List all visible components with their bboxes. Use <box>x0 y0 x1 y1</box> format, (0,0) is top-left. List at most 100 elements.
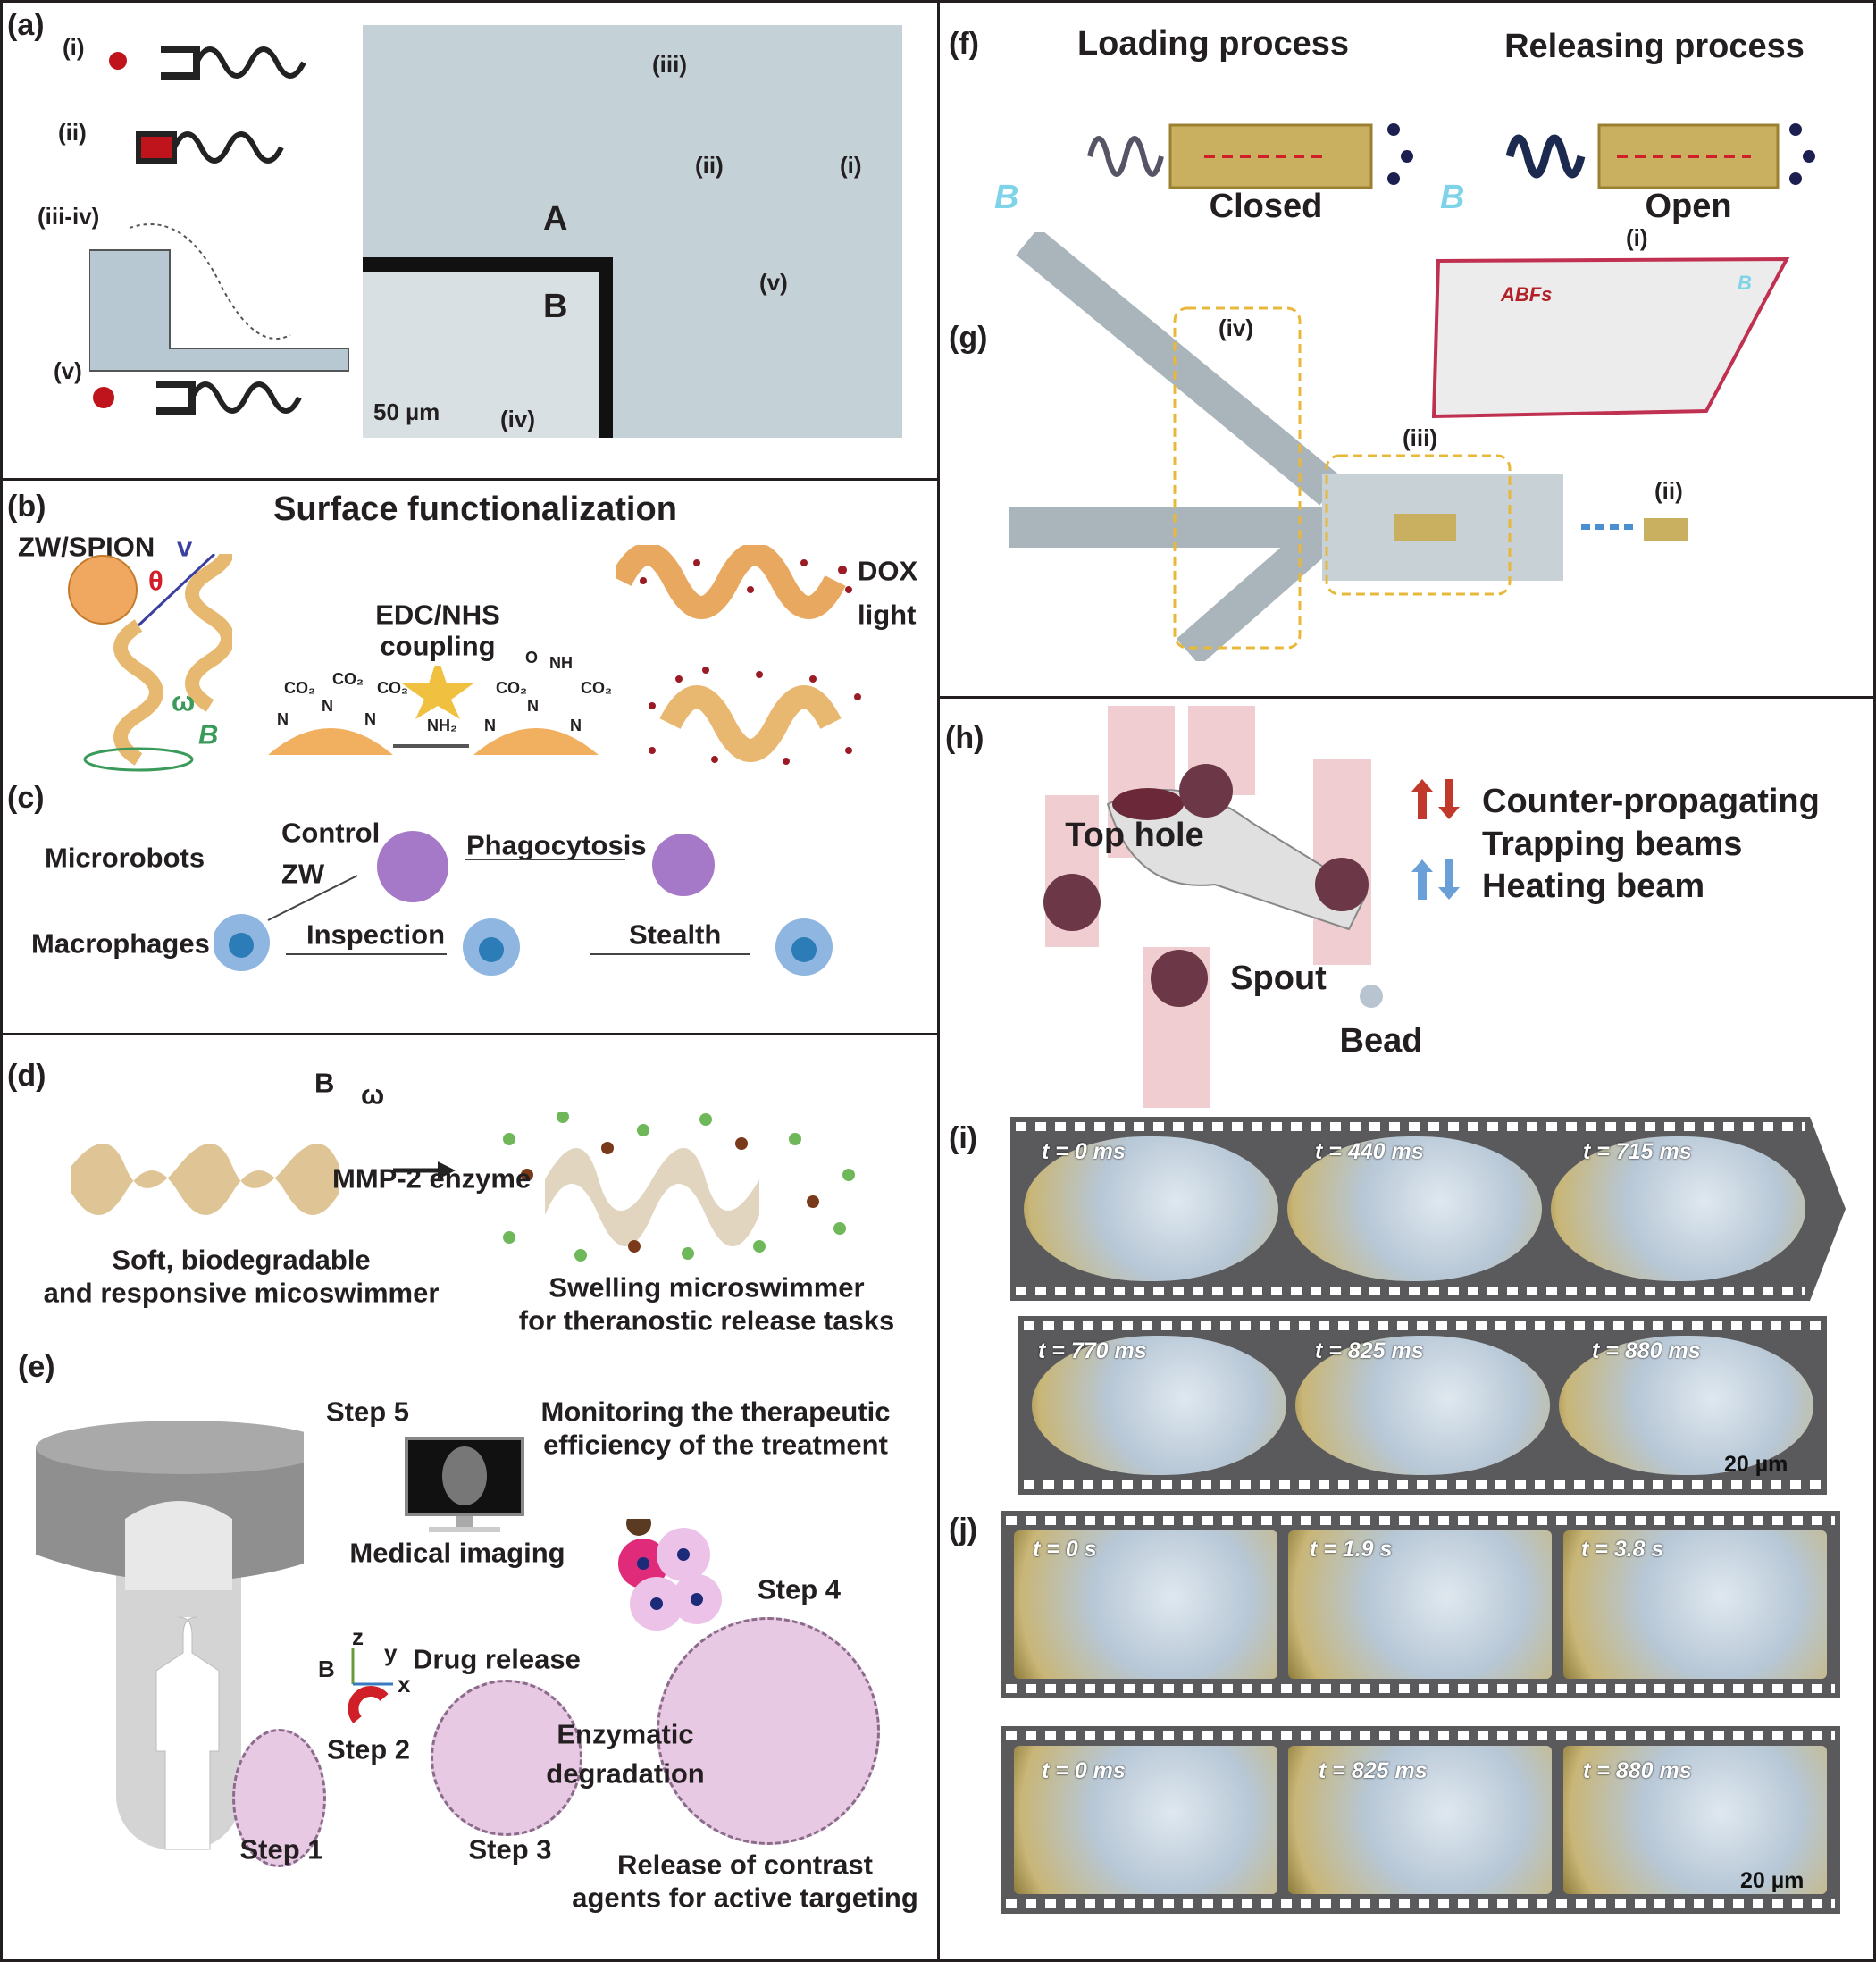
bead-label: Bead <box>1339 1022 1423 1060</box>
chem-co2-3: CO₂ <box>377 679 408 697</box>
step2-label: Step 2 <box>327 1733 411 1765</box>
f-b-field-left: B <box>994 179 1019 216</box>
microscopy-image-a <box>363 25 902 438</box>
step4-circle <box>657 1617 880 1845</box>
b-field-symbol: B <box>198 718 219 750</box>
monitoring-label-1: Monitoring the therapeutic <box>540 1396 891 1428</box>
a-item-ii: (ii) <box>58 119 87 146</box>
j-time-1: t = 0 s <box>1033 1537 1097 1562</box>
surface-chemistry-illustration <box>268 666 599 755</box>
top-hole-label: Top hole <box>1065 817 1204 854</box>
a-img-label-v: (v) <box>759 269 788 296</box>
i-time-6: t = 880 ms <box>1592 1338 1701 1363</box>
chem-n-1: N <box>277 710 289 728</box>
chem-o: O <box>525 649 539 667</box>
mmp2-enzyme-label: MMP-2 enzyme <box>332 1162 532 1195</box>
panel-b-label: (b) <box>7 490 46 524</box>
j-time-4: t = 0 ms <box>1042 1758 1126 1783</box>
chem-co2-2: CO₂ <box>332 670 364 688</box>
a-img-label-ii: (ii) <box>695 152 724 179</box>
closed-label: Closed <box>1209 188 1323 225</box>
dox-label: DOX <box>858 555 918 587</box>
panel-c-label: (c) <box>7 781 45 815</box>
d-left-caption-1: Soft, biodegradable <box>112 1244 371 1276</box>
a-img-label-i: (i) <box>840 152 862 179</box>
medical-imaging-label: Medical imaging <box>349 1537 565 1569</box>
i-time-5: t = 825 ms <box>1315 1338 1424 1363</box>
d-right-caption-2: for theranostic release tasks <box>518 1304 895 1337</box>
chem-nh: NH <box>549 654 573 672</box>
chem-n-5: N <box>527 697 539 715</box>
omega-symbol: ω <box>172 685 196 717</box>
panel-b-title: Surface functionalization <box>273 490 677 528</box>
step1-circle <box>232 1729 326 1867</box>
a-img-label-A: A <box>543 200 568 238</box>
chem-n-4: N <box>484 717 496 734</box>
enzymatic-label-1: Enzymatic <box>557 1718 694 1750</box>
theta-symbol: θ <box>148 565 163 597</box>
chem-co2-5: CO₂ <box>581 679 612 697</box>
loading-releasing-illustration <box>1087 123 1815 189</box>
microtool-illustration <box>1043 706 1383 1108</box>
j-time-6: t = 880 ms <box>1583 1758 1692 1783</box>
legend-trapping-beams: Trapping beams <box>1482 826 1743 863</box>
coupling-label-line2: coupling <box>380 630 496 662</box>
i-scale-bar-label: 20 µm <box>1724 1452 1788 1477</box>
mri-scanner-illustration <box>36 1421 304 1850</box>
g-label-iv: (iv) <box>1219 314 1253 341</box>
chem-n-2: N <box>322 697 333 715</box>
panel-a-label: (a) <box>7 8 45 42</box>
coupling-label-line1: EDC/NHS <box>375 599 500 631</box>
i-time-3: t = 715 ms <box>1583 1139 1692 1164</box>
panel-i-label: (i) <box>949 1121 978 1155</box>
cancer-cells-illustration <box>618 1519 722 1631</box>
panel-g-label: (g) <box>949 321 988 355</box>
axis-b-label: B <box>318 1656 335 1682</box>
soft-microswimmer-illustration <box>71 1112 855 1262</box>
d-right-caption-1: Swelling microswimmer <box>549 1271 865 1304</box>
microchannel-illustration <box>1009 232 1790 661</box>
phagocytosis-label: Phagocytosis <box>466 829 647 861</box>
macrophage-illustrations <box>214 831 833 976</box>
i-time-4: t = 770 ms <box>1038 1338 1147 1363</box>
inspection-label: Inspection <box>306 918 446 951</box>
film-arrow-tip <box>1810 1117 1846 1301</box>
j-time-2: t = 1.9 s <box>1310 1537 1393 1562</box>
dox-release-illustration <box>616 545 861 765</box>
legend-counter-propagating: Counter-propagating <box>1482 783 1820 820</box>
step1-label: Step 1 <box>239 1833 323 1866</box>
film-strip-j-1 <box>1001 1511 1840 1698</box>
a-item-v: (v) <box>54 357 82 384</box>
light-label: light <box>858 599 917 631</box>
axis-y-label: y <box>384 1639 398 1666</box>
a-img-label-iii: (iii) <box>652 51 687 78</box>
panel-hij-box <box>937 696 1876 1962</box>
film-strip-i-1 <box>1010 1117 1810 1301</box>
j-time-5: t = 825 ms <box>1319 1758 1428 1783</box>
panel-j-label: (j) <box>949 1513 978 1547</box>
axis-x-label: x <box>398 1671 411 1698</box>
spout-label: Spout <box>1230 960 1327 997</box>
d-b-field-label: B <box>314 1067 335 1099</box>
drug-release-label: Drug release <box>413 1643 581 1675</box>
macrophages-label: Macrophages <box>31 927 210 960</box>
step4-label: Step 4 <box>758 1573 842 1606</box>
g-label-i: (i) <box>1626 224 1648 251</box>
step3-label: Step 3 <box>468 1833 552 1866</box>
abfs-label: ABFs <box>1501 283 1553 306</box>
helix-swimmer-illustrations <box>89 46 349 415</box>
axis-z-label: z <box>352 1623 364 1650</box>
f-b-field-right: B <box>1440 179 1465 216</box>
velocity-symbol: v <box>177 531 193 563</box>
magnet-icon <box>348 1648 393 1723</box>
panel-d-label: (d) <box>7 1059 46 1093</box>
panel-e-label: (e) <box>18 1350 55 1384</box>
monitor-icon <box>405 1437 524 1532</box>
film-strip-j-2 <box>1001 1726 1840 1914</box>
helix-with-spion-illustration <box>68 554 232 772</box>
film-strip-i-2 <box>1018 1316 1827 1495</box>
step3-circle <box>431 1680 582 1836</box>
g-b-field-label: B <box>1738 272 1752 294</box>
obstacle-block <box>363 257 613 438</box>
